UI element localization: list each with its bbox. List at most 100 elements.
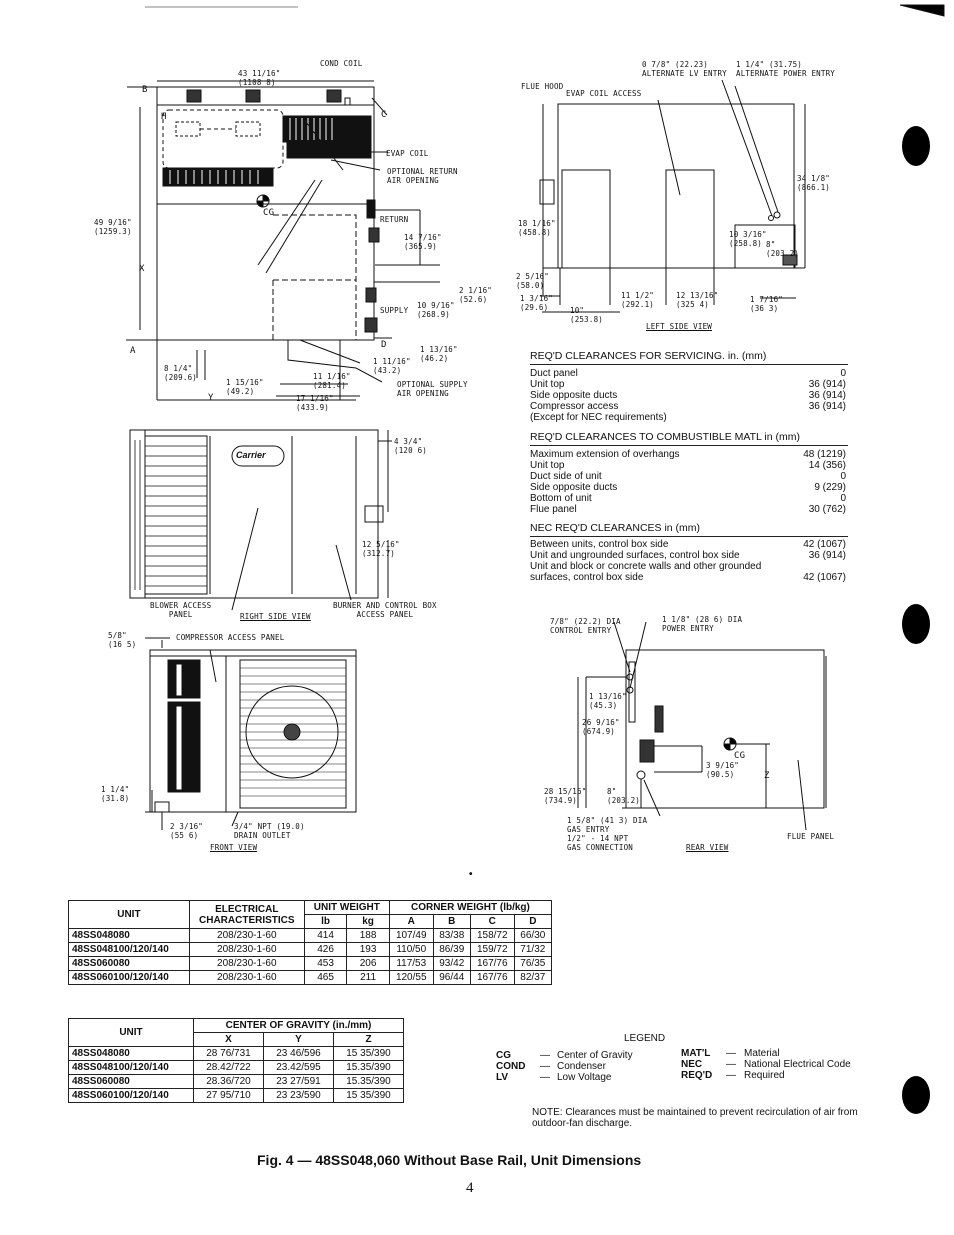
dim-11-1-label: 11 1/2" (292.1) xyxy=(621,291,655,309)
nec-row-value: 36 (914) xyxy=(808,550,846,561)
cell-z: 15 35/390 xyxy=(333,1046,404,1061)
cell-electrical: 208/230-1-60 xyxy=(188,970,305,985)
servicing-row-value: 36 (914) xyxy=(808,401,846,412)
servicing-row-label: Duct panel xyxy=(530,368,578,379)
dim-49-label: 49 9/16" (1259.3) xyxy=(94,218,132,236)
dim-12-label: 12 13/16" (325 4) xyxy=(676,291,719,309)
dim-3-9-label: 3 9/16" (90.5) xyxy=(706,761,740,779)
cell-z: 15.35/390 xyxy=(333,1074,404,1089)
label-x: X xyxy=(139,264,145,274)
cell-lb: 426 xyxy=(303,942,348,957)
dim-8-label: 8 1/4" (209.6) xyxy=(164,364,198,382)
cell-c: 167/76 xyxy=(469,970,515,985)
dim-4-label: 4 3/4" (120 6) xyxy=(394,437,428,455)
figure-caption: Fig. 4 — 48SS048,060 Without Base Rail, … xyxy=(257,1152,642,1168)
header-electrical: ELECTRICAL CHARACTERISTICS xyxy=(188,900,305,929)
rear-view-title: REAR VIEW xyxy=(686,843,729,852)
cell-a: 107/49 xyxy=(388,928,434,943)
header-z: Z xyxy=(333,1032,404,1047)
dim-2-5-label: 2 5/16" (58.0) xyxy=(516,272,550,290)
cell-unit: 48SS048080 xyxy=(68,1046,194,1061)
cell-kg: 188 xyxy=(346,928,390,943)
dim-1-13-label-rear: 1 13/16" (45.3) xyxy=(589,692,627,710)
binder-hole xyxy=(902,604,930,644)
opt-supply-label: OPTIONAL SUPPLY AIR OPENING xyxy=(397,380,468,398)
alt-lv-entry-label: 0 7/8" (22.23) ALTERNATE LV ENTRY xyxy=(642,60,727,78)
gas-entry-label: 1 5/8" (41 3) DIA GAS ENTRY 1/2" - 14 NP… xyxy=(567,816,648,852)
dim-11-label: 11 1/16" (281.4) xyxy=(313,372,351,390)
cell-a: 117/53 xyxy=(388,956,434,971)
dim-28-label: 28 15/16" (734.9) xyxy=(544,787,587,805)
combustible-row-value: 30 (762) xyxy=(808,504,846,515)
table-row: 48SS048080 208/230-1-60 414 188 107/49 8… xyxy=(68,928,553,943)
label-d: D xyxy=(381,340,387,350)
cell-y: 23 46/596 xyxy=(263,1046,334,1061)
header-a: A xyxy=(388,914,434,929)
header-center-of-gravity: CENTER OF GRAVITY (in./mm) xyxy=(193,1018,404,1033)
nec-rule xyxy=(530,536,848,537)
combustible-row-label: Unit top xyxy=(530,460,565,471)
evap-access-label: EVAP COIL ACCESS xyxy=(566,89,642,98)
dim-1-13-label: 1 13/16" (46.2) xyxy=(420,345,458,363)
cell-y: 23 23/590 xyxy=(263,1088,334,1103)
servicing-row-label: Unit top xyxy=(530,379,565,390)
nec-row-label: Unit and ungrounded surfaces, control bo… xyxy=(530,550,740,561)
alt-power-entry-label: 1 1/4" (31.75) ALTERNATE POWER ENTRY xyxy=(736,60,836,78)
cell-a: 110/50 xyxy=(388,942,434,957)
dim-17-label: 17 1/16" (433.9) xyxy=(296,394,334,412)
legend-title: LEGEND xyxy=(624,1033,666,1044)
front-view-drawing xyxy=(145,637,357,830)
cell-c: 159/72 xyxy=(469,942,515,957)
dim-10-3-label: 10 3/16" (258.8) xyxy=(729,230,767,248)
header-b: B xyxy=(432,914,471,929)
legend-desc: Center of Gravity xyxy=(557,1050,633,1061)
compressor-access-label: COMPRESSOR ACCESS PANEL xyxy=(176,633,285,642)
dim-12-label-right: 12 5/16" (312.7) xyxy=(362,540,400,558)
combustible-row-value: 14 (356) xyxy=(808,460,846,471)
header-kg: kg xyxy=(346,914,390,929)
burner-access-label: BURNER AND CONTROL BOX ACCESS PANEL xyxy=(333,601,437,619)
cell-unit: 48SS060100/120/140 xyxy=(68,1088,194,1103)
cell-x: 28.36/720 xyxy=(193,1074,264,1089)
cell-kg: 206 xyxy=(346,956,390,971)
control-entry-label: 7/8" (22.2) DIA CONTROL ENTRY xyxy=(550,617,621,635)
nec-row-value: 42 (1067) xyxy=(803,539,846,550)
dim-8-label-rear: 8" (203.2) xyxy=(607,787,641,805)
cell-c: 158/72 xyxy=(469,928,515,943)
servicing-title: REQ'D CLEARANCES FOR SERVICING. in. (mm) xyxy=(530,350,767,362)
center-of-gravity-table: UNIT CENTER OF GRAVITY (in./mm) X Y Z 48… xyxy=(68,1018,404,1103)
dim-1-7-label: 1 7/16" (36 3) xyxy=(750,295,784,313)
right-side-view-title: RIGHT SIDE VIEW xyxy=(240,612,311,621)
legend-abbr: LV xyxy=(496,1072,509,1083)
dim-10-label-left: 10" (253.8) xyxy=(570,306,604,324)
label-a: A xyxy=(130,346,136,356)
power-entry-label: 1 1/8" (28 6) DIA POWER ENTRY xyxy=(662,615,743,633)
header-unit-weight: UNIT WEIGHT xyxy=(303,900,390,915)
legend-desc: Material xyxy=(744,1048,780,1059)
cell-a: 120/55 xyxy=(388,970,434,985)
dim-34-label: 34 1/8" (866.1) xyxy=(797,174,831,192)
flue-panel-label: FLUE PANEL xyxy=(787,832,835,841)
cell-y: 23.42/595 xyxy=(263,1060,334,1075)
nec-row-label: Unit and block or concrete walls and oth… xyxy=(530,561,762,572)
cg-label-top: CG xyxy=(263,208,275,218)
servicing-row-value: 36 (914) xyxy=(808,379,846,390)
legend-note: NOTE: Clearances must be maintained to p… xyxy=(532,1107,858,1129)
cell-electrical: 208/230-1-60 xyxy=(188,942,305,957)
drain-outlet-label: 3/4" NPT (19.0) DRAIN OUTLET xyxy=(234,822,305,840)
legend-desc: Low Voltage xyxy=(557,1072,612,1083)
combustible-row-value: 48 (1219) xyxy=(803,449,846,460)
cell-kg: 211 xyxy=(346,970,390,985)
dim-1-3-label: 1 3/16" (29.6) xyxy=(520,294,554,312)
legend-dash: — xyxy=(540,1072,550,1083)
legend-dash: — xyxy=(726,1070,736,1081)
table-row: 48SS060100/120/140 208/230-1-60 465 211 … xyxy=(68,970,553,985)
header-d: D xyxy=(513,914,553,929)
legend-dash: — xyxy=(726,1059,736,1070)
cell-unit: 48SS048080 xyxy=(68,928,190,943)
cell-electrical: 208/230-1-60 xyxy=(188,928,305,943)
header-corner-weight: CORNER WEIGHT (lb/kg) xyxy=(388,900,553,915)
table-row: 48SS060100/120/140 27 95/710 23 23/590 1… xyxy=(68,1088,404,1103)
cell-y: 23 27/591 xyxy=(263,1074,334,1089)
label-c: C xyxy=(381,110,387,120)
